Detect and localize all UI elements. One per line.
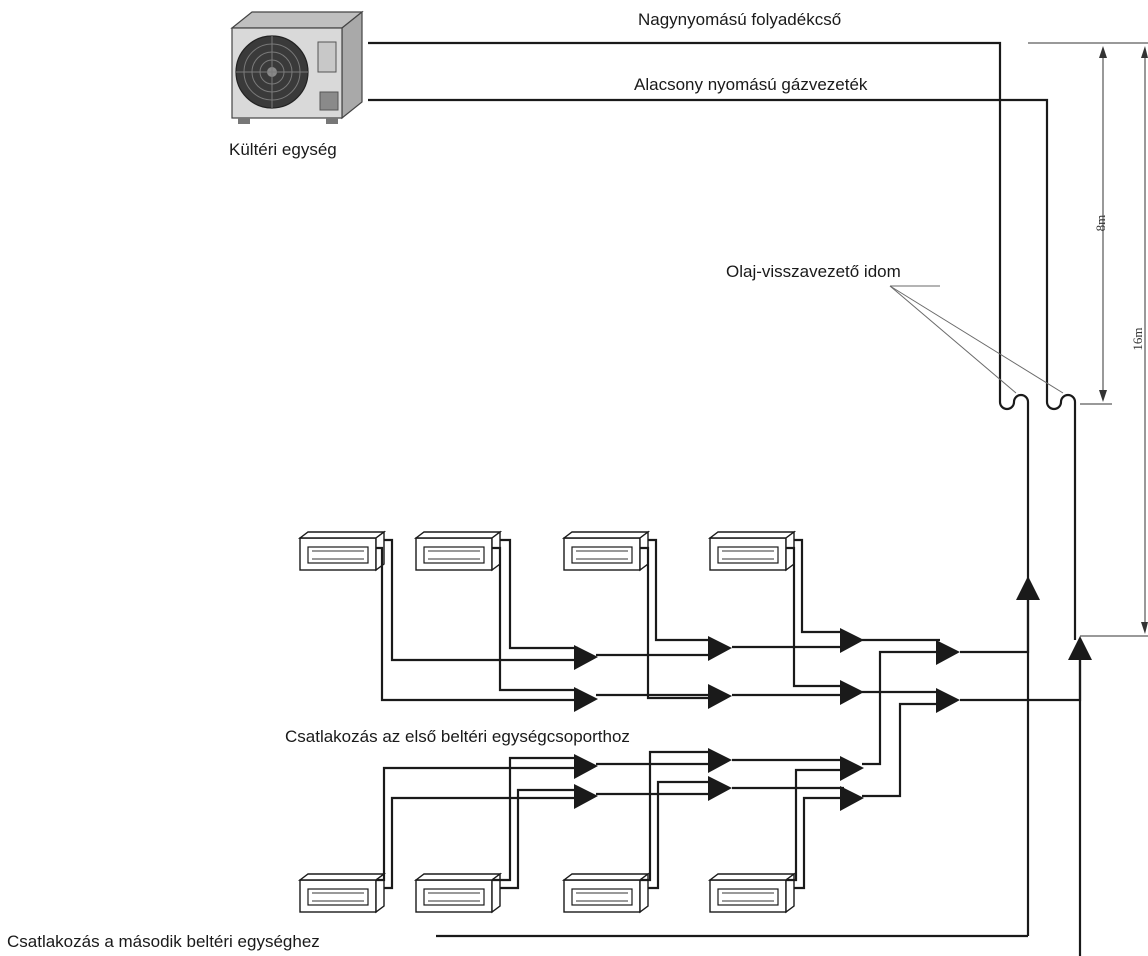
outdoor-unit-label: Kültéri egység (229, 140, 337, 159)
indoor-unit-bottom-1 (299, 873, 385, 913)
liquid-pipe-label: Nagynyomású folyadékcső (638, 10, 842, 29)
oil-trap-leader (889, 285, 1064, 394)
indoor-unit-bottom-4 (709, 873, 795, 913)
top-group-piping (376, 538, 1082, 702)
gas-pipe-label: Alacsony nyomású gázvezeték (634, 75, 868, 94)
liquid-pipe-line (368, 41, 1030, 938)
bottom-group-piping (376, 650, 940, 890)
dimension-lines (1028, 42, 1148, 637)
gas-pipe-line (368, 98, 1082, 956)
outdoor-unit-icon (230, 10, 364, 124)
indoor-unit-top-4 (709, 531, 795, 571)
dimension-16m-label: 16m (1130, 327, 1145, 351)
indoor-unit-bottom-2 (415, 873, 501, 913)
indoor-unit-bottom-3 (563, 873, 649, 913)
indoor-unit-top-2 (415, 531, 501, 571)
branch-joint-icons (574, 576, 1092, 811)
dimension-8m-label: 8m (1093, 214, 1108, 232)
indoor-unit-top-3 (563, 531, 649, 571)
second-unit-label: Csatlakozás a második beltéri egységhez (7, 932, 320, 951)
oil-trap-label: Olaj-visszavezető idom (726, 262, 901, 281)
first-group-label: Csatlakozás az első beltéri egységcsopor… (285, 727, 630, 746)
indoor-unit-top-1 (299, 531, 385, 571)
